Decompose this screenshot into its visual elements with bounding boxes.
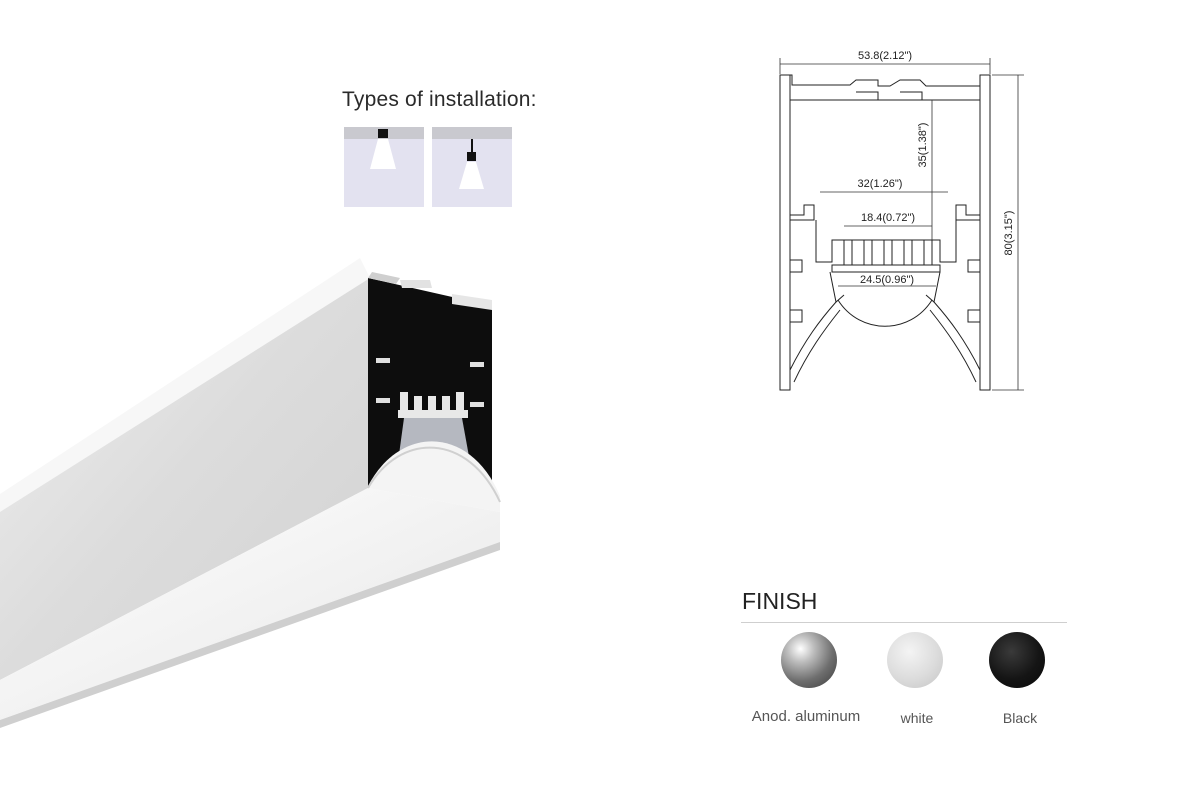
dim-width: 53.8(2.12"): [858, 50, 912, 62]
dim-diffuser-width: 24.5(0.96"): [860, 274, 914, 286]
finish-swatch-black[interactable]: [989, 632, 1045, 688]
dim-inner-width: 32(1.26"): [858, 178, 903, 190]
finish-swatch-white[interactable]: [887, 632, 943, 688]
finish-label-black: Black: [1002, 710, 1038, 726]
dim-height: 80(3.15"): [1003, 211, 1015, 256]
dim-slot-width: 18.4(0.72"): [861, 212, 915, 224]
finish-divider: [741, 622, 1067, 623]
installation-title: Types of installation:: [342, 88, 537, 111]
finish-label-white: white: [900, 710, 934, 726]
finish-title: FINISH: [742, 588, 818, 614]
profile-3d-render: [0, 258, 501, 728]
finish-label-aluminum: Anod. aluminum: [751, 708, 861, 725]
finish-swatch-aluminum[interactable]: [781, 632, 837, 688]
dim-depth: 35(1.38"): [917, 123, 929, 168]
technical-drawing: 53.8(2.12") 80(3.15") 35(1.38") 32(1.26"…: [779, 50, 1024, 391]
install-surface-icon: [344, 127, 424, 207]
install-suspended-icon: [432, 127, 512, 207]
